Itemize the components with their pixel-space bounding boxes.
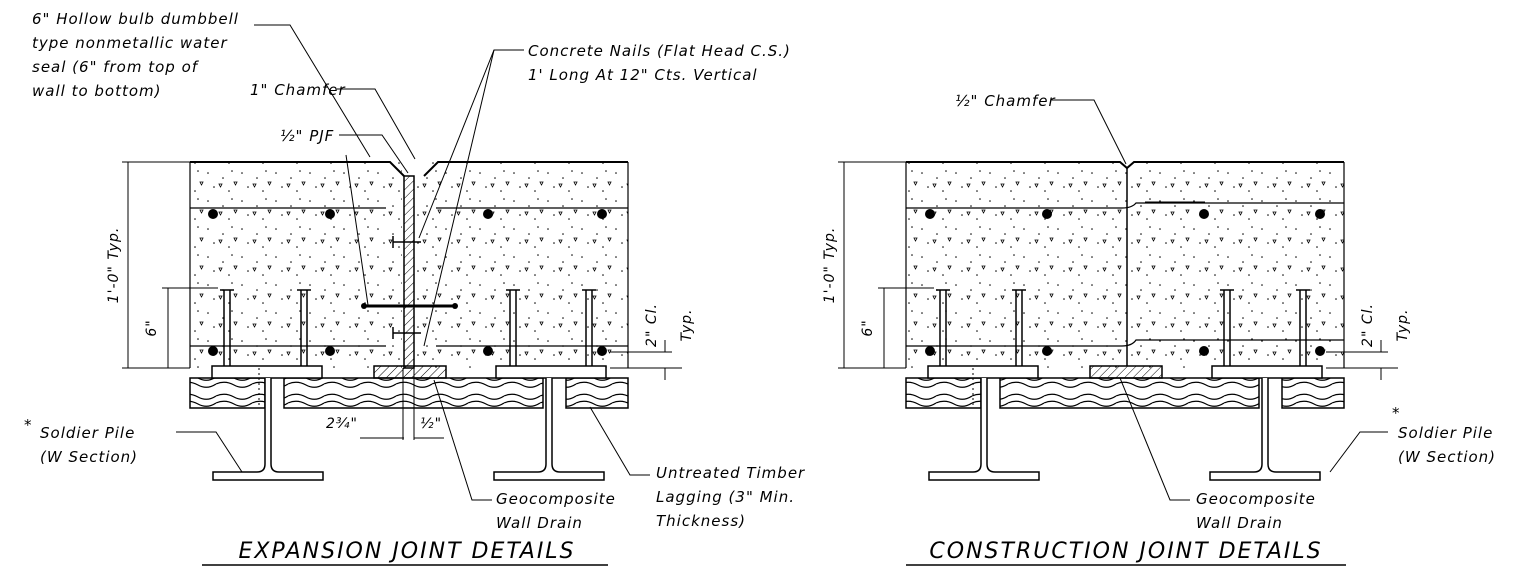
label-drain-1: Geocomposite bbox=[496, 490, 616, 508]
label-timber-3: Thickness) bbox=[656, 512, 746, 530]
c-label-soldier-pile-2: (W Section) bbox=[1398, 448, 1496, 466]
label-nails-2: 1' Long At 12" Cts. Vertical bbox=[528, 66, 758, 84]
label-water-seal-4: wall to bottom) bbox=[32, 82, 162, 100]
soldier-piles bbox=[212, 378, 605, 481]
construction-concrete bbox=[906, 162, 1344, 368]
timber-lagging-left bbox=[189, 377, 266, 409]
construction-wall-drain bbox=[1089, 365, 1163, 379]
concrete-slab-left bbox=[190, 162, 402, 368]
shear-studs bbox=[220, 289, 596, 366]
label-timber-2: Lagging (3" Min. bbox=[656, 488, 795, 506]
label-chamfer: 1" Chamfer bbox=[250, 81, 346, 99]
label-timber-1: Untreated Timber bbox=[656, 464, 805, 482]
c-dim-typ: Typ. bbox=[1395, 309, 1411, 342]
c-label-drain-1: Geocomposite bbox=[1196, 490, 1316, 508]
pjf-filler bbox=[403, 175, 415, 369]
label-drain-2: Wall Drain bbox=[496, 514, 583, 532]
concrete-nails bbox=[392, 236, 421, 339]
dim-clear: 2" Cl. bbox=[644, 303, 660, 347]
expansion-joint-detail: 1'-0" Typ. 6" 2" Cl. Typ. 2¾" ½" 6" Holl… bbox=[24, 10, 805, 566]
rebar-dots bbox=[208, 209, 607, 356]
c-dim-height: 1'-0" Typ. bbox=[822, 227, 838, 304]
dim-two-three-quarter: 2¾" bbox=[326, 416, 358, 432]
timber-lagging-right bbox=[565, 377, 629, 409]
label-water-seal-3: seal (6" from top of bbox=[32, 58, 200, 76]
concrete-slab-right bbox=[414, 162, 628, 368]
dim-height: 1'-0" Typ. bbox=[106, 227, 122, 304]
construction-shear-studs bbox=[936, 289, 1310, 366]
label-pjf: ½" PJF bbox=[280, 127, 334, 145]
label-water-seal-1: 6" Hollow bulb dumbbell bbox=[32, 10, 239, 28]
dim-six: 6" bbox=[144, 319, 160, 336]
expansion-title: EXPANSION JOINT DETAILS bbox=[238, 539, 575, 564]
wall-drain bbox=[373, 365, 447, 379]
c-dim-six: 6" bbox=[860, 319, 876, 336]
label-asterisk: * bbox=[24, 416, 33, 434]
c-label-soldier-pile-1: Soldier Pile bbox=[1398, 424, 1493, 442]
label-water-seal-2: type nonmetallic water bbox=[32, 34, 228, 52]
c-label-drain-2: Wall Drain bbox=[1196, 514, 1283, 532]
c-dim-clear: 2" Cl. bbox=[1360, 303, 1376, 347]
c-label-asterisk: * bbox=[1392, 404, 1401, 422]
expansion-leaders bbox=[176, 24, 650, 501]
construction-title: CONSTRUCTION JOINT DETAILS bbox=[929, 539, 1322, 564]
expansion-dimensions bbox=[122, 161, 682, 440]
dim-typ: Typ. bbox=[679, 309, 695, 342]
label-soldier-pile-1: Soldier Pile bbox=[40, 424, 135, 442]
construction-rebar-dots bbox=[925, 209, 1325, 356]
label-soldier-pile-2: (W Section) bbox=[40, 448, 138, 466]
c-label-chamfer: ½" Chamfer bbox=[955, 92, 1056, 110]
dim-half: ½" bbox=[420, 416, 442, 432]
label-nails-1: Concrete Nails (Flat Head C.S.) bbox=[528, 42, 791, 60]
construction-leaders bbox=[1052, 99, 1388, 501]
construction-soldier-piles bbox=[928, 378, 1321, 481]
construction-joint-detail: 1'-0" Typ. 6" 2" Cl. Typ. ½" Chamfer * S… bbox=[822, 92, 1496, 566]
construction-dimensions bbox=[838, 161, 1398, 380]
